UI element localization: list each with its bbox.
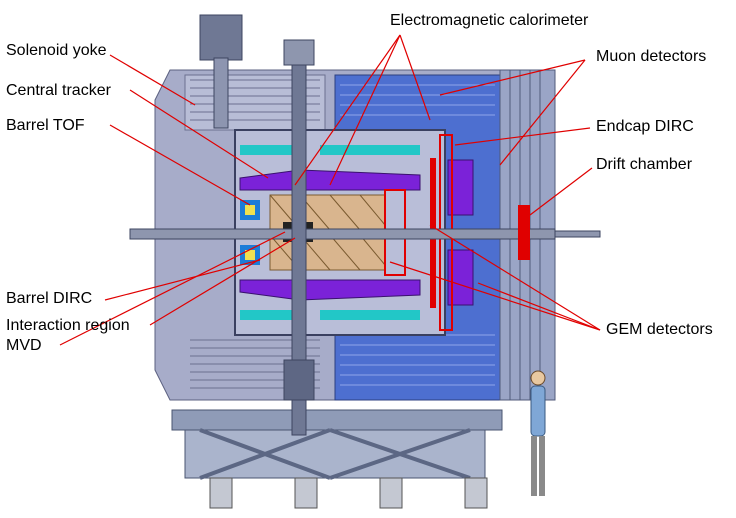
label-endcap-dirc: Endcap DIRC xyxy=(596,118,694,135)
person-figure xyxy=(530,370,546,496)
label-drift-chamber: Drift chamber xyxy=(596,156,693,173)
label-barrel-tof: Barrel TOF xyxy=(6,117,85,134)
label-mvd: MVD xyxy=(6,337,42,354)
support-frame xyxy=(171,409,503,509)
beam-pipe xyxy=(129,39,601,436)
label-gem-detectors: GEM detectors xyxy=(606,321,713,338)
label-electromagnetic-calorimeter: Electromagnetic calorimeter xyxy=(390,12,589,29)
label-central-tracker: Central tracker xyxy=(6,82,111,99)
label-interaction-region: Interaction region xyxy=(6,317,130,334)
label-muon-detectors: Muon detectors xyxy=(596,48,707,65)
leader-lines xyxy=(59,34,601,346)
label-solenoid-yoke: Solenoid yoke xyxy=(6,42,107,59)
label-barrel-dirc: Barrel DIRC xyxy=(6,290,93,307)
